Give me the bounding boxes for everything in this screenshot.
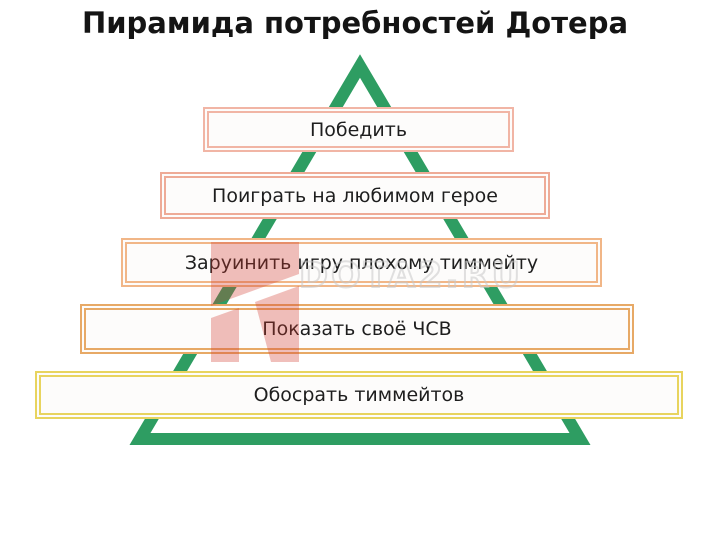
pyramid-level-4-label: Показать своё ЧСВ [262,318,452,340]
pyramid-level-2: Поиграть на любимом герое [160,172,550,219]
pyramid-level-1-label: Победить [309,118,408,141]
pyramid-level-5: Обосрать тиммейтов [35,371,683,419]
pyramid-level-2-label: Поиграть на любимом герое [212,184,498,207]
pyramid-level-5-label: Обосрать тиммейтов [253,384,465,406]
page-title: Пирамида потребностей Дотера [81,6,629,40]
pyramid-level-1: Победить [203,107,514,152]
pyramid-level-3: Заруинить игру плохому тиммейту [121,238,602,287]
pyramid-level-4: Показать своё ЧСВ [80,304,634,354]
pyramid-level-3-label: Заруинить игру плохому тиммейту [184,251,539,274]
